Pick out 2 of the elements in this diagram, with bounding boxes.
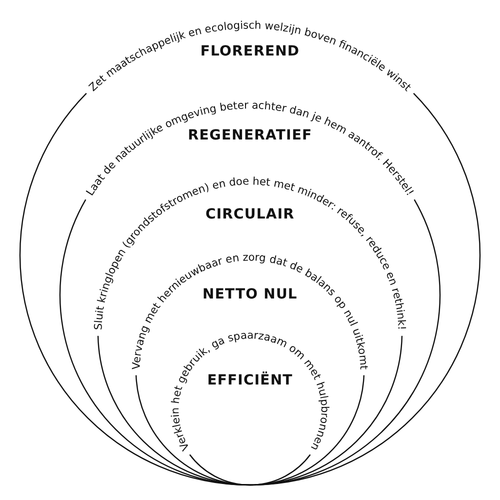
- level-title: FLOREREND: [200, 44, 300, 60]
- level-title: REGENERATIEF: [188, 128, 312, 144]
